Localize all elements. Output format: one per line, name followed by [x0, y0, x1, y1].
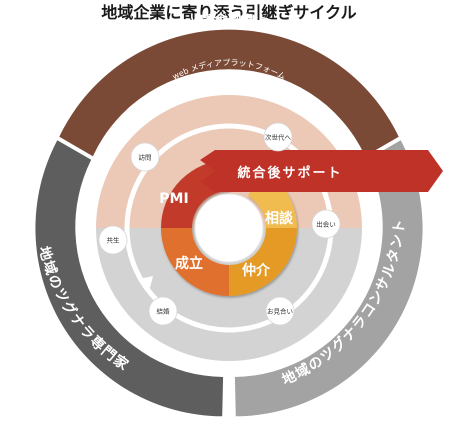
stage-node	[263, 122, 293, 152]
stage-label: お見合い	[267, 307, 293, 316]
stage-label: 結婚	[157, 307, 171, 316]
ring-right-segment	[234, 140, 423, 417]
stage-node	[265, 296, 295, 326]
stage-label: 共生	[107, 236, 121, 245]
mediate-segment	[229, 228, 297, 296]
ring-top-segment	[59, 29, 399, 157]
svg-text:M&A プラットフォーム: M&A プラットフォーム	[187, 359, 272, 374]
ma-platform-label: M&A プラットフォーム	[187, 359, 272, 374]
close-label: 成立	[175, 255, 203, 272]
stage-label: 出会い	[316, 220, 336, 229]
mediate-label: 仲介	[242, 262, 271, 279]
support-arrow-label: 統合後サポート	[237, 165, 342, 181]
stage-node	[130, 142, 160, 172]
close-segment	[161, 228, 229, 296]
stage-label: 次世代へ	[265, 133, 292, 142]
stage-node	[311, 209, 341, 239]
stage-label: 訪問	[139, 153, 152, 162]
pmi-label: PMI	[159, 191, 188, 207]
core-center	[194, 193, 264, 263]
support-arrow	[200, 150, 443, 192]
track-arrowhead	[139, 276, 153, 288]
stage-node	[148, 296, 178, 326]
consult-label: 相談	[265, 210, 294, 227]
stage-node	[98, 225, 128, 255]
ring-left-segment	[35, 140, 224, 417]
diagram-title: 地域企業に寄り添う引継ぎサイクル	[101, 3, 357, 22]
